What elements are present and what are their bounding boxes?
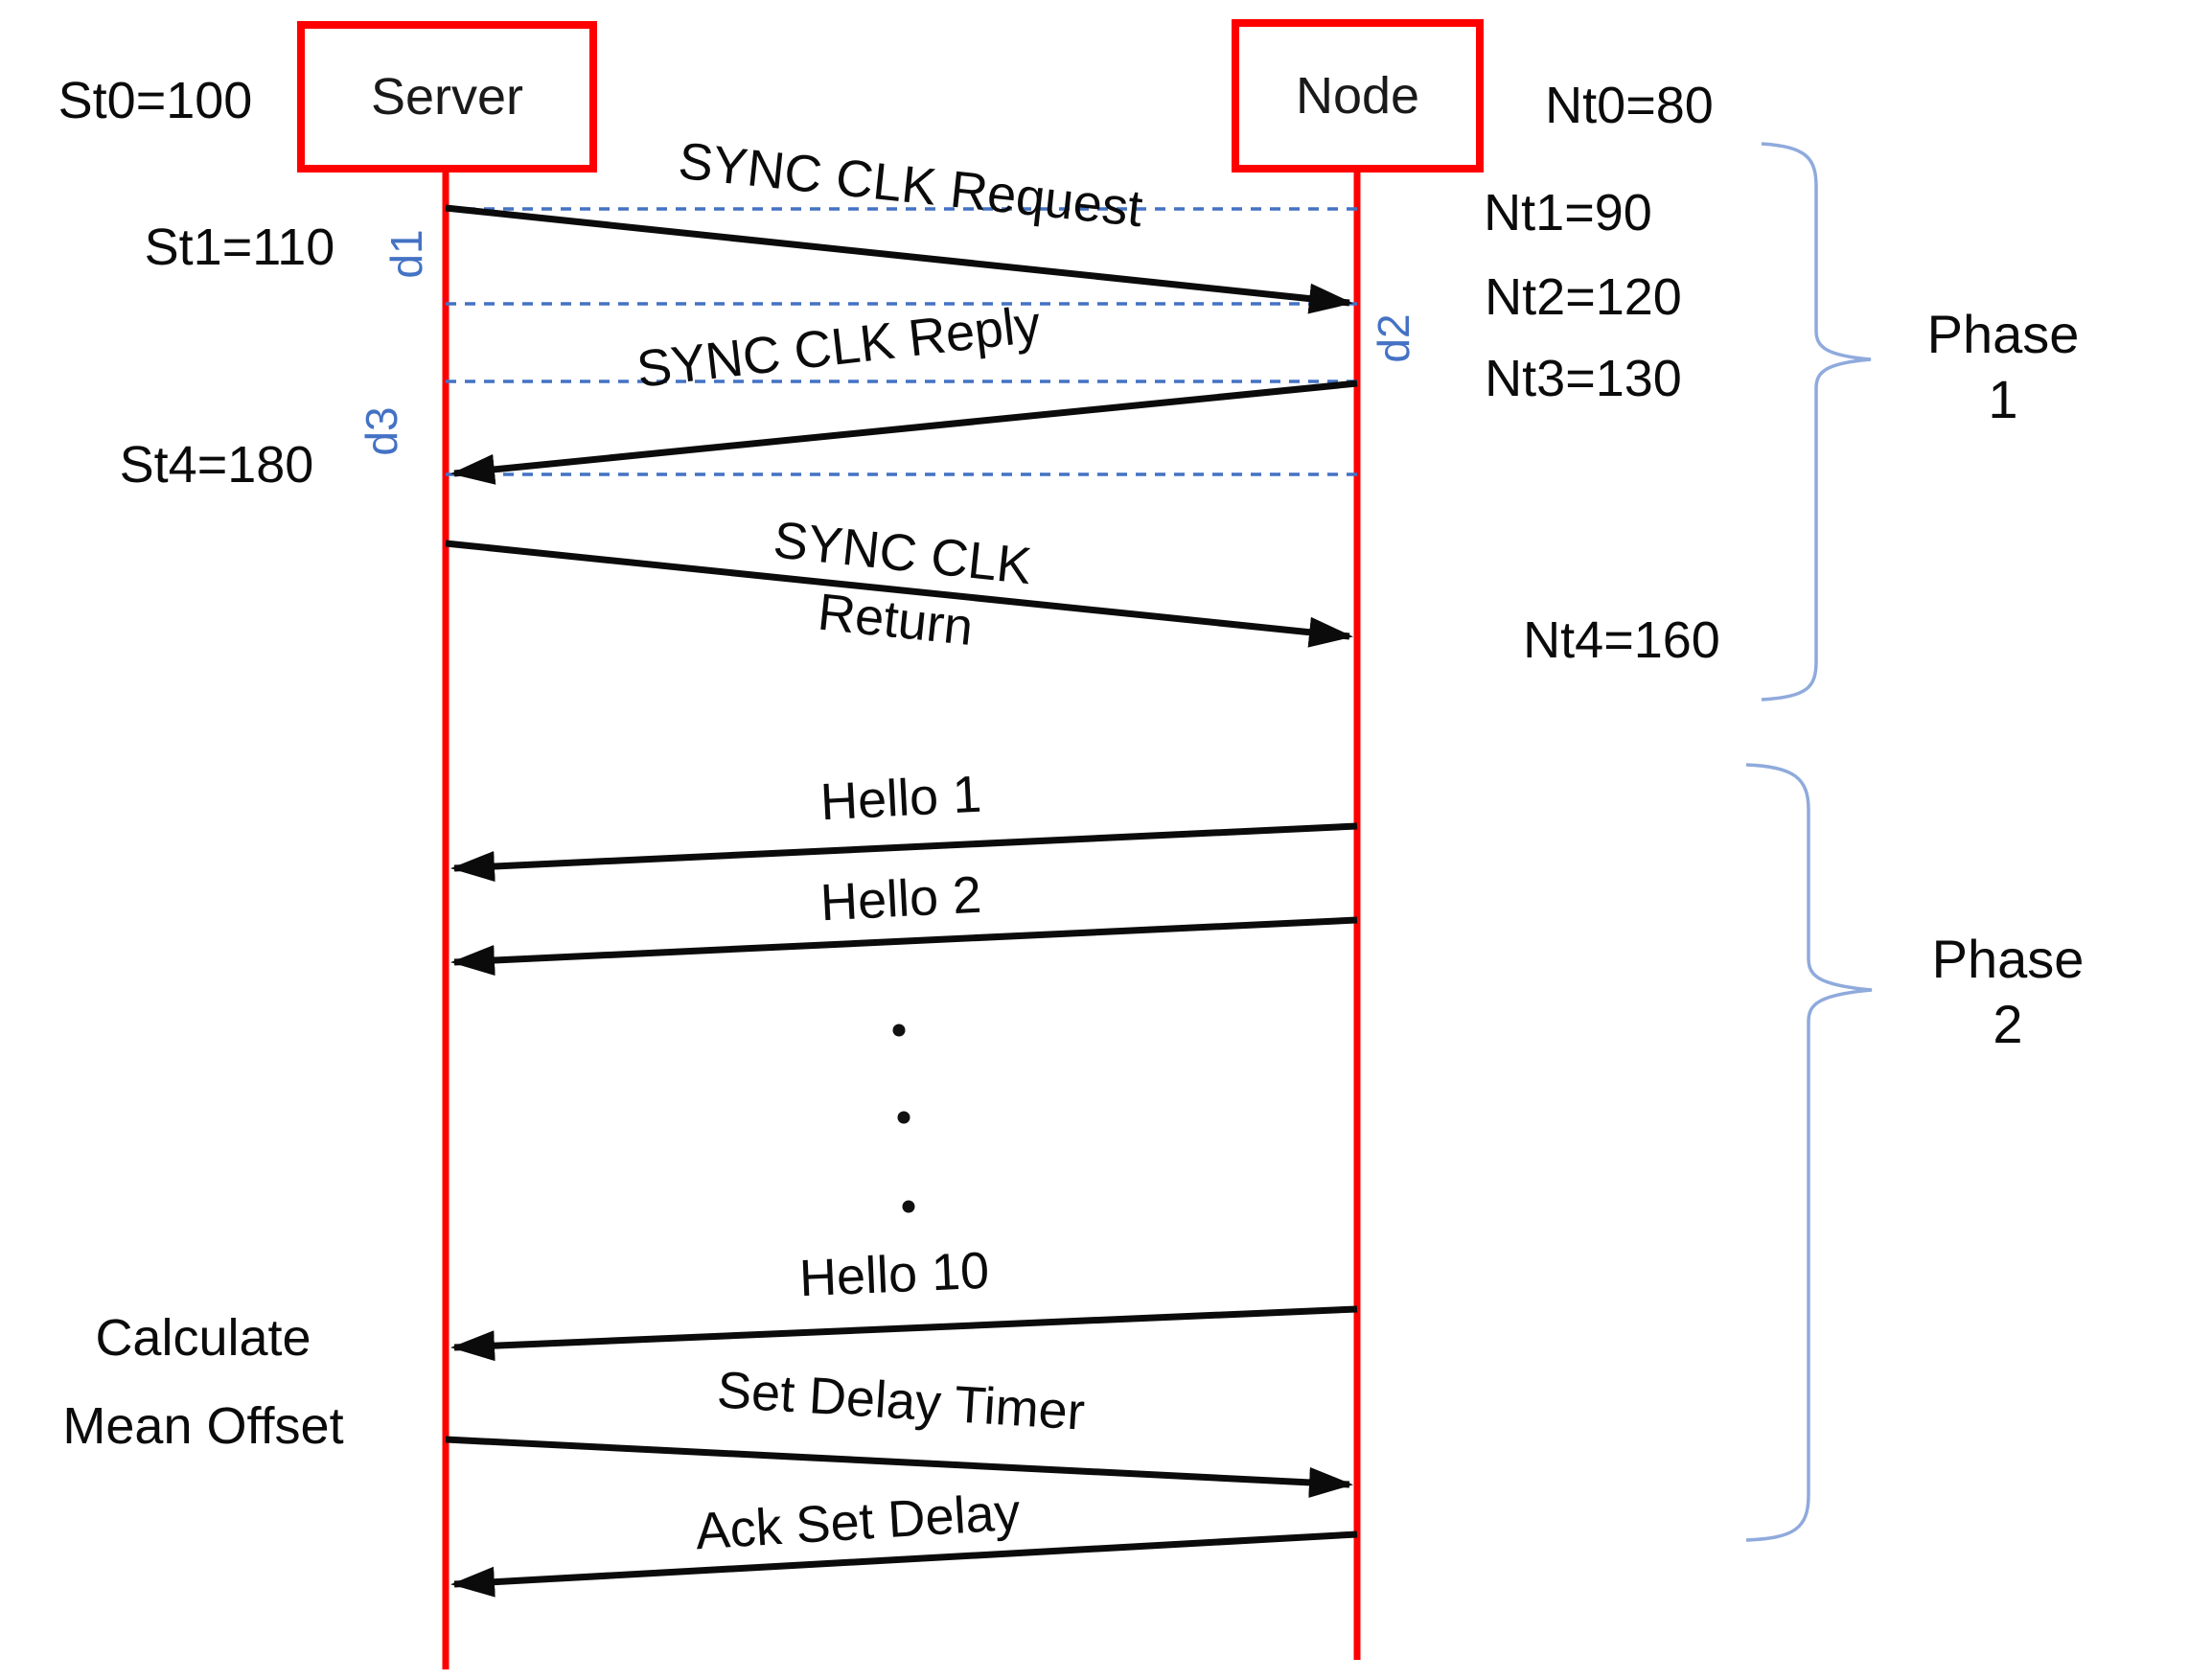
timestamp-nt1: Nt1=90 bbox=[1484, 184, 1652, 242]
hello-10-arrow bbox=[450, 1305, 1358, 1362]
hello-10-label: Hello 10 bbox=[797, 1241, 991, 1308]
phase1-label: Phase 1 bbox=[1926, 304, 2080, 429]
sync-clk-request-arrow bbox=[445, 204, 1353, 314]
sync-clk-return-label: SYNC CLK Return bbox=[771, 511, 1035, 657]
calculate-mean-offset-note: Calculate Mean Offset bbox=[62, 1309, 344, 1455]
phase2-label: Phase 2 bbox=[1931, 929, 2085, 1054]
phase-braces bbox=[1745, 142, 1873, 1542]
ellipsis-dot bbox=[897, 1111, 910, 1124]
timestamp-nt3: Nt3=130 bbox=[1485, 350, 1682, 407]
hello-1-arrow bbox=[450, 822, 1358, 883]
hello-2-arrow bbox=[450, 916, 1358, 977]
ellipsis-dot bbox=[892, 1024, 906, 1037]
actor-node-box: Node bbox=[1232, 19, 1484, 173]
phase2-brace bbox=[1745, 763, 1873, 1542]
hello-2-label: Hello 2 bbox=[818, 865, 983, 932]
delay-d3-label: d3 bbox=[357, 406, 406, 456]
message-arrows bbox=[445, 204, 1358, 1598]
delay-d2-label: d2 bbox=[1369, 313, 1418, 363]
ellipsis-dots bbox=[892, 1024, 915, 1213]
timestamp-nt0: Nt0=80 bbox=[1545, 77, 1714, 134]
delay-d1-label: d1 bbox=[381, 229, 431, 279]
timestamp-nt4: Nt4=160 bbox=[1523, 611, 1720, 669]
hello-1-label: Hello 1 bbox=[818, 765, 983, 832]
set-delay-timer-arrow bbox=[445, 1436, 1353, 1498]
timestamp-st1: St1=110 bbox=[144, 219, 335, 276]
actor-server-label: Server bbox=[370, 68, 524, 126]
timestamp-nt2: Nt2=120 bbox=[1485, 268, 1682, 326]
ack-set-delay-arrow bbox=[450, 1530, 1358, 1598]
phase1-brace bbox=[1761, 142, 1872, 702]
sync-clk-reply-arrow bbox=[450, 380, 1358, 485]
sync-clk-return-arrow bbox=[445, 540, 1353, 648]
actor-server-box: Server bbox=[297, 21, 597, 173]
actor-node-label: Node bbox=[1295, 67, 1420, 125]
ellipsis-dot bbox=[902, 1200, 915, 1213]
timestamp-st4: St4=180 bbox=[119, 436, 314, 494]
timestamp-st0: St0=100 bbox=[58, 72, 253, 129]
